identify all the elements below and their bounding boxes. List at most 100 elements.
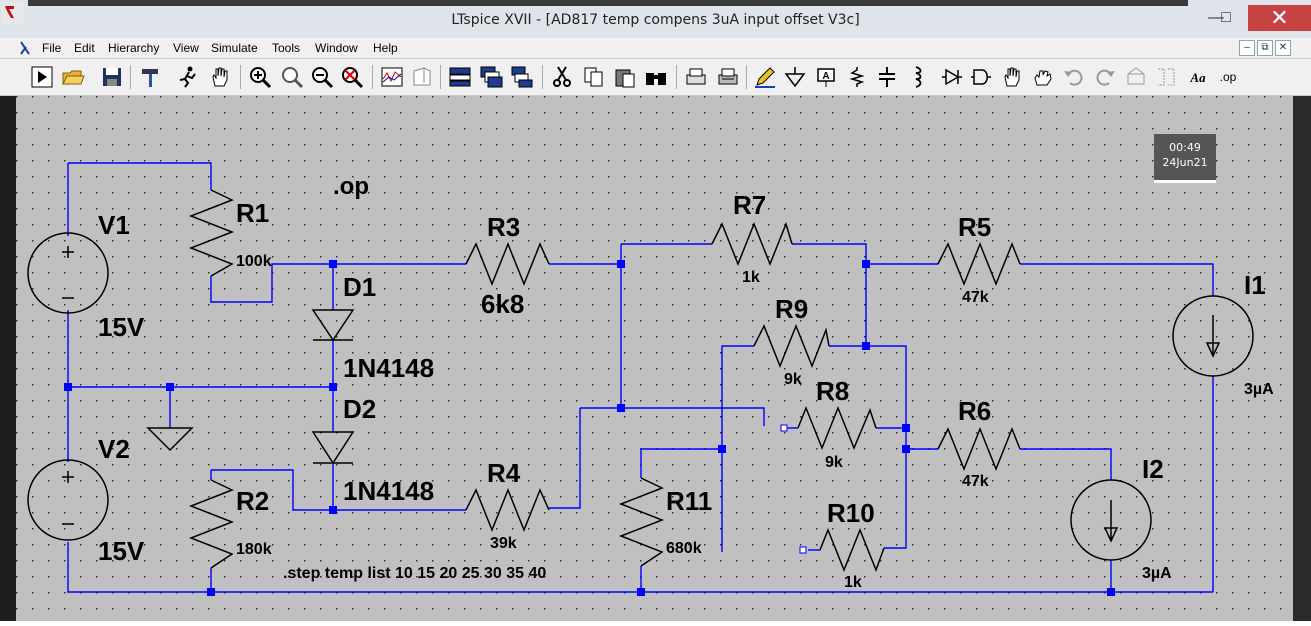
mdi-minimize-button[interactable]: – — [1239, 40, 1255, 56]
label-r9-value[interactable]: 9k — [784, 371, 802, 388]
diode-icon[interactable] — [940, 65, 964, 89]
label-r4-value[interactable]: 39k — [490, 535, 517, 552]
zoom-area-icon[interactable] — [280, 65, 304, 89]
zoom-fit-icon[interactable] — [340, 65, 364, 89]
runner-icon[interactable] — [176, 65, 200, 89]
label-r3-name[interactable]: R3 — [487, 212, 520, 242]
move-icon[interactable] — [1000, 65, 1024, 89]
menu-file[interactable]: File — [42, 41, 62, 55]
label-r3-value[interactable]: 6k8 — [481, 289, 524, 319]
label-v2-name[interactable]: V2 — [98, 434, 130, 464]
schematic-drawing[interactable]: .op .step temp list 10 15 20 25 30 35 40… — [16, 96, 1293, 621]
resistor-r8[interactable] — [797, 405, 877, 451]
directive-op[interactable]: .op — [333, 173, 369, 200]
rotate-icon[interactable] — [1124, 65, 1148, 89]
label-d2-value[interactable]: 1N4148 — [343, 476, 434, 506]
undo-icon[interactable] — [1062, 65, 1086, 89]
title-bar[interactable]: LTspice XVII - [AD817 temp compens 3uA i… — [0, 0, 1311, 38]
resistor-r6[interactable] — [937, 426, 1021, 472]
label-r5-value[interactable]: 47k — [962, 289, 989, 306]
label-r6-value[interactable]: 47k — [962, 473, 989, 490]
cut-icon[interactable] — [550, 65, 574, 89]
drag-icon[interactable] — [1031, 65, 1055, 89]
zoom-in-icon[interactable] — [248, 65, 272, 89]
spice-icon[interactable] — [410, 65, 434, 89]
inductor-icon[interactable] — [906, 65, 930, 89]
label-i2-name[interactable]: I2 — [1142, 454, 1164, 484]
paste-icon[interactable] — [613, 65, 637, 89]
zoom-out-icon[interactable] — [310, 65, 334, 89]
maximize-button[interactable]: □ — [1221, 9, 1231, 26]
label-r8-value[interactable]: 9k — [825, 454, 843, 471]
document-menu-icon[interactable] — [18, 40, 32, 56]
label-i1-name[interactable]: I1 — [1244, 270, 1266, 300]
label-v1-name[interactable]: V1 — [98, 210, 130, 240]
label-r11-value[interactable]: 680k — [666, 540, 702, 557]
copy-icon[interactable] — [582, 65, 606, 89]
ground-icon[interactable] — [783, 65, 807, 89]
menu-hierarchy[interactable]: Hierarchy — [108, 41, 160, 55]
find-icon[interactable] — [644, 65, 668, 89]
hammer-icon[interactable] — [139, 65, 163, 89]
label-i1-value[interactable]: 3µA — [1244, 381, 1274, 398]
resistor-r4[interactable] — [465, 487, 550, 533]
hand-icon[interactable] — [208, 65, 232, 89]
label-r1-name[interactable]: R1 — [236, 198, 269, 228]
mdi-restore-button[interactable]: ⧉ — [1257, 40, 1273, 56]
ground-symbol[interactable] — [146, 427, 194, 452]
label-i2-value[interactable]: 3µA — [1142, 565, 1172, 582]
resistor-r9[interactable] — [753, 323, 830, 369]
label-d1-name[interactable]: D1 — [343, 272, 376, 302]
resistor-icon[interactable] — [845, 65, 869, 89]
run-icon[interactable] — [30, 65, 54, 89]
label-icon[interactable]: A — [814, 65, 838, 89]
mirror-icon[interactable] — [1154, 65, 1178, 89]
open-icon[interactable] — [61, 65, 85, 89]
resistor-r5[interactable] — [937, 241, 1021, 287]
label-d2-name[interactable]: D2 — [343, 394, 376, 424]
schematic-canvas[interactable]: .op .step temp list 10 15 20 25 30 35 40… — [16, 96, 1293, 621]
redo-icon[interactable] — [1093, 65, 1117, 89]
text-icon[interactable]: Aa — [1186, 65, 1210, 89]
ltspice-app-icon[interactable] — [2, 2, 24, 24]
diode-d1[interactable] — [311, 309, 355, 342]
minimize-button[interactable]: — — [1208, 9, 1224, 26]
label-v1-value[interactable]: 15V — [98, 312, 145, 342]
menu-edit[interactable]: Edit — [74, 41, 95, 55]
resistor-r7[interactable] — [711, 221, 793, 267]
spice-directive-icon[interactable]: .op — [1216, 65, 1240, 89]
capacitor-icon[interactable] — [875, 65, 899, 89]
label-r4-name[interactable]: R4 — [487, 458, 521, 488]
print-icon[interactable] — [684, 65, 708, 89]
label-r9-name[interactable]: R9 — [775, 294, 808, 324]
label-r10-name[interactable]: R10 — [827, 498, 875, 528]
label-r2-value[interactable]: 180k — [236, 541, 272, 558]
menu-help[interactable]: Help — [373, 41, 398, 55]
directive-step[interactable]: .step temp list 10 15 20 25 30 35 40 — [283, 565, 546, 582]
label-r7-name[interactable]: R7 — [733, 190, 766, 220]
resistor-r2[interactable] — [188, 479, 235, 569]
resistor-r1[interactable] — [188, 189, 235, 277]
menu-simulate[interactable]: Simulate — [211, 41, 258, 55]
label-r7-value[interactable]: 1k — [742, 269, 760, 286]
label-r2-name[interactable]: R2 — [236, 486, 269, 516]
label-d1-value[interactable]: 1N4148 — [343, 353, 434, 383]
label-r8-name[interactable]: R8 — [816, 376, 849, 406]
component-icon[interactable] — [969, 65, 993, 89]
voltage-source-v1[interactable] — [27, 232, 109, 314]
resistor-r10[interactable] — [819, 527, 885, 573]
diode-d2[interactable] — [311, 431, 355, 465]
current-source-i2[interactable] — [1070, 479, 1152, 561]
label-v2-value[interactable]: 15V — [98, 536, 145, 566]
save-icon[interactable] — [100, 65, 124, 89]
label-r6-name[interactable]: R6 — [958, 396, 991, 426]
menu-tools[interactable]: Tools — [272, 41, 301, 55]
window-tile-icon[interactable] — [448, 65, 472, 89]
menu-view[interactable]: View — [173, 41, 199, 55]
label-r11-name[interactable]: R11 — [666, 486, 712, 516]
label-r1-value[interactable]: 100k — [236, 253, 272, 270]
waveform-icon[interactable] — [380, 65, 404, 89]
current-source-i1[interactable] — [1172, 295, 1254, 377]
window-cascade-icon[interactable] — [479, 65, 503, 89]
voltage-source-v2[interactable] — [27, 459, 109, 541]
